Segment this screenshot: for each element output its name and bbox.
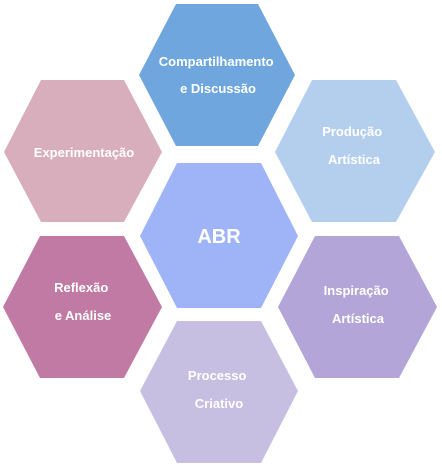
svg-text:Inspiração Artística: Inspiração Artística [324, 283, 393, 326]
hex-lower-left-label-2: e Análise [55, 308, 112, 323]
hex-upper-right-label-2: Artística [328, 152, 381, 167]
hex-lower-left-shape [3, 236, 162, 378]
svg-text:Produção Artística: Produção Artística [322, 124, 386, 167]
hex-lower-right-shape [278, 236, 437, 378]
hex-lower-right: Inspiração Artística [278, 236, 437, 378]
svg-text:Reflexão e Análise: Reflexão e Análise [54, 280, 112, 323]
hex-upper-left-shape [4, 80, 162, 222]
hex-lower-left: Reflexão e Análise [3, 236, 162, 378]
hex-lower-left-label-1: Reflexão [54, 280, 108, 295]
hex-upper-right: Produção Artística [275, 80, 435, 222]
hex-top-label-1: Compartilhamento [159, 54, 274, 69]
svg-text:Experimentação: Experimentação [34, 145, 134, 160]
hex-bottom-label-2: Criativo [195, 396, 243, 411]
hex-center-label: ABR [197, 226, 241, 248]
svg-text:Compartilhamento e Disc: Compartilhamento e Discussão [159, 54, 277, 96]
svg-text:ABR: ABR [197, 226, 241, 248]
hex-lower-right-label-2: Artística [332, 311, 385, 326]
hex-center: ABR [140, 163, 298, 308]
hex-center-shape [140, 163, 298, 308]
hex-top-label-2: e Discussão [180, 81, 256, 96]
svg-text:Processo Criativo: Processo Criativo [188, 368, 250, 411]
hex-upper-right-shape [275, 80, 435, 222]
hex-bottom: Processo Criativo [140, 321, 298, 463]
hex-upper-left: Experimentação [4, 80, 162, 222]
hex-bottom-label-1: Processo [188, 368, 247, 383]
hex-bottom-shape [140, 321, 298, 463]
hex-upper-left-label: Experimentação [34, 145, 134, 160]
hex-top: Compartilhamento e Discussão [139, 4, 295, 146]
hex-upper-right-label-1: Produção [322, 124, 382, 139]
hex-lower-right-label-1: Inspiração [324, 283, 389, 298]
hex-top-shape [139, 4, 295, 146]
